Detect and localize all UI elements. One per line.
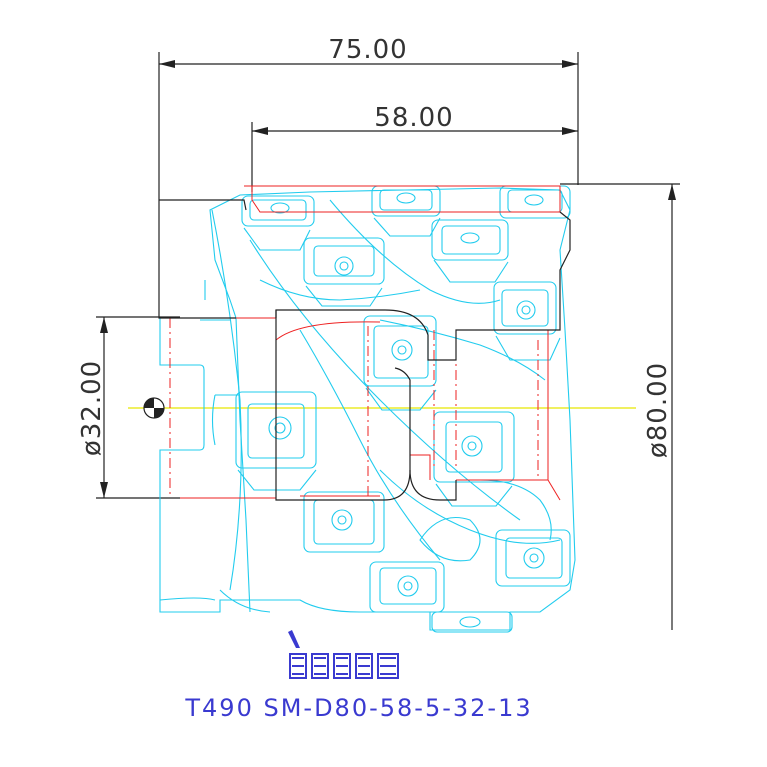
insert-length-label: 58.00: [374, 103, 453, 133]
dimension-overall-length: 75.00: [158, 35, 579, 200]
insert-pocket: [369, 561, 445, 613]
brand-logo: [288, 630, 399, 679]
insert-pockets: [235, 185, 571, 633]
dimension-bore-diameter: ø32.00: [77, 316, 180, 499]
insert-pocket: [303, 237, 385, 307]
insert-pocket: [493, 281, 561, 361]
insert-pocket: [433, 411, 515, 507]
dimension-cutter-diameter: ø80.00: [560, 183, 680, 630]
dimension-insert-length: 58.00: [251, 103, 578, 192]
tool-designation: T490 SM-D80-58-5-32-13: [184, 694, 532, 722]
insert-pocket: [303, 491, 385, 553]
insert-pocket: [371, 185, 441, 237]
insert-pocket: [431, 611, 513, 633]
overall-length-label: 75.00: [328, 35, 407, 65]
insert-pocket: [241, 195, 315, 251]
bore-diameter-label: ø32.00: [77, 360, 107, 456]
insert-pocket: [495, 529, 571, 587]
center-marker-icon: [143, 397, 165, 419]
insert-pocket: [431, 219, 509, 283]
shank-outline: [158, 199, 571, 501]
cutter-diameter-label: ø80.00: [643, 362, 673, 458]
